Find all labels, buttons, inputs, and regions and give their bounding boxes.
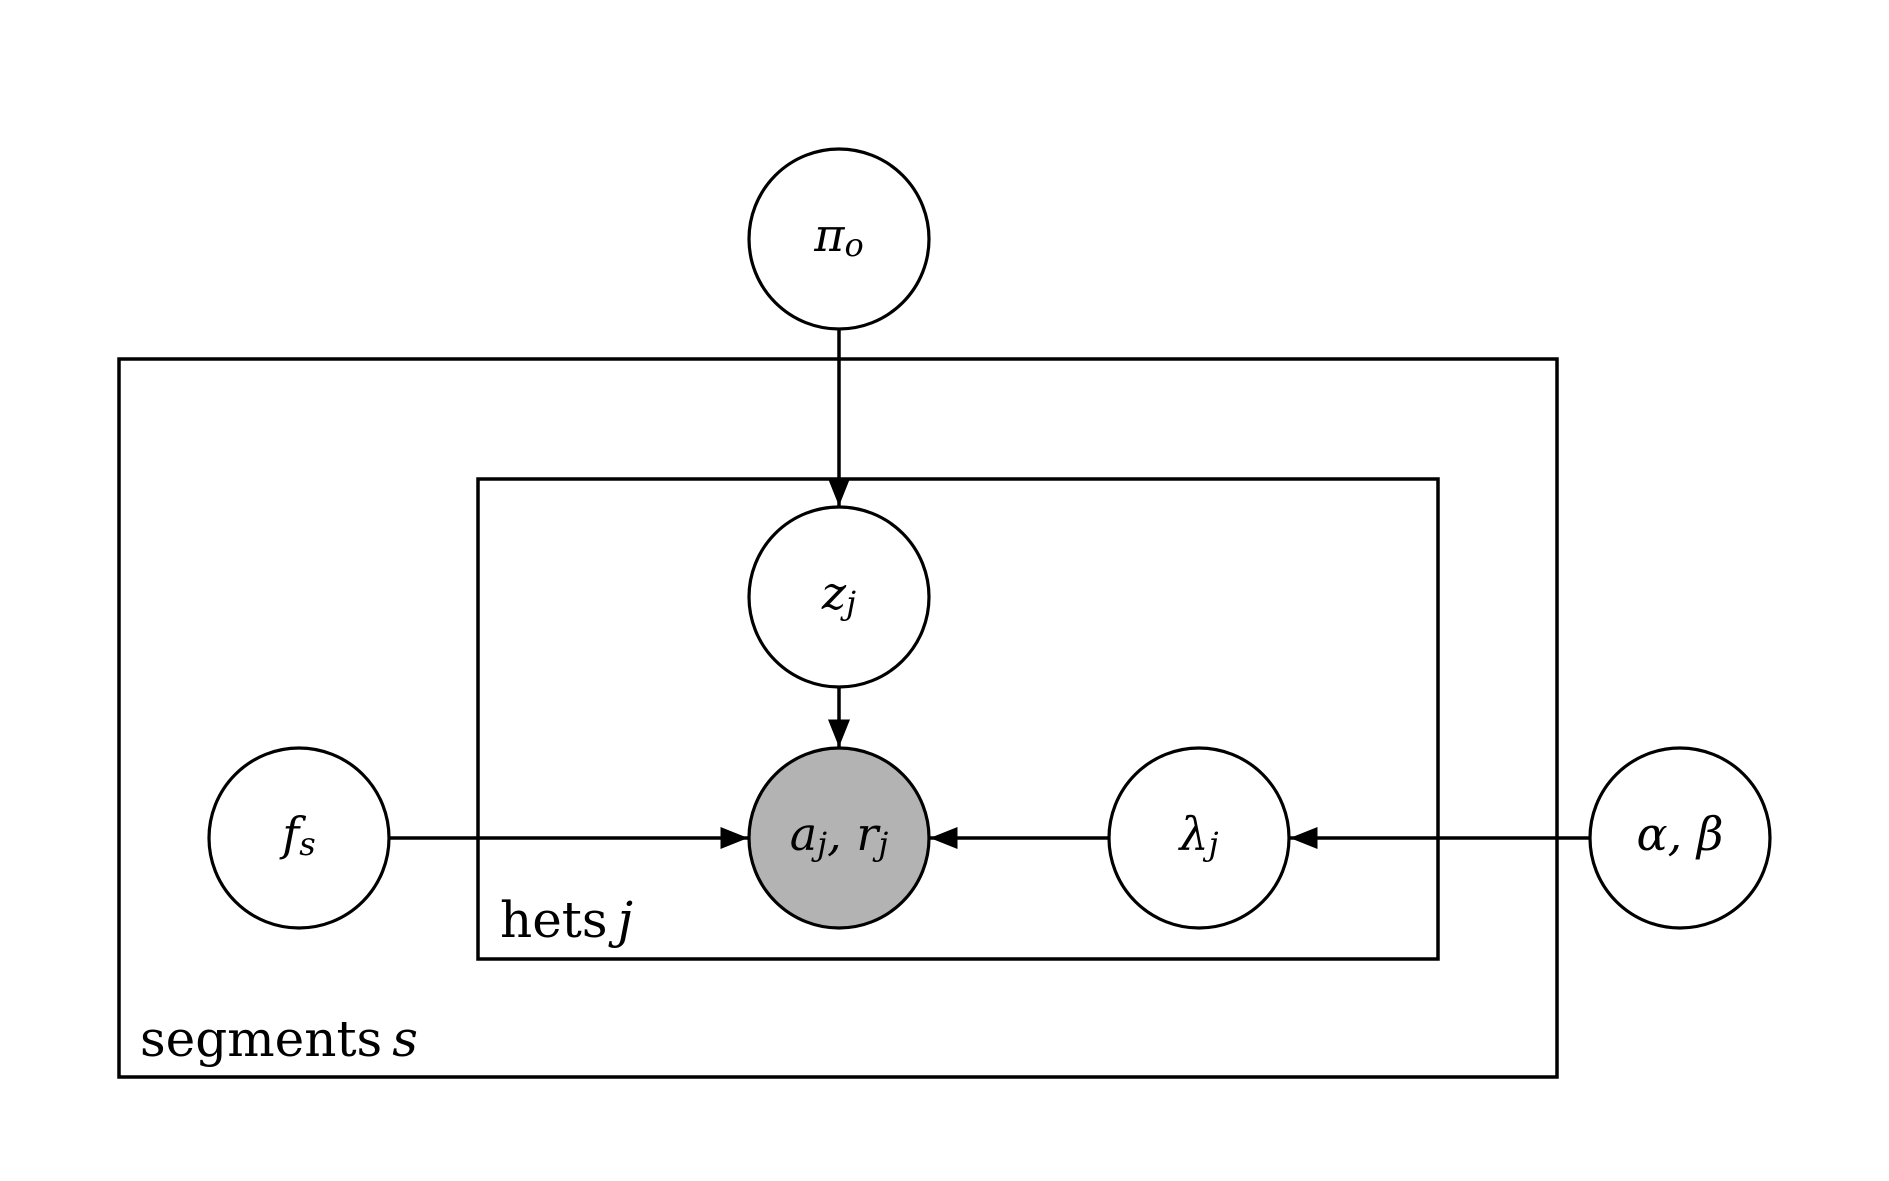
- plate-hets-border: [476, 477, 1440, 961]
- node-a-r: aj, rj: [747, 746, 931, 930]
- node-pi-o: πo: [747, 147, 931, 331]
- node-z-j: zj: [747, 505, 931, 689]
- node-alpha-beta-circle: [1588, 746, 1772, 930]
- node-lambda-j-circle: [1107, 746, 1291, 930]
- plate-segments-var: s: [392, 1010, 418, 1068]
- node-pi-o-label: πo: [813, 208, 864, 264]
- node-pi-o-circle: [747, 147, 931, 331]
- node-alpha-beta: α, β: [1588, 746, 1772, 930]
- nodes: πo zj fs aj, rj λj α, β: [207, 147, 1772, 930]
- node-lambda-j: λj: [1107, 746, 1291, 930]
- plate-hets-var: j: [608, 891, 634, 949]
- node-a-r-circle: [747, 746, 931, 930]
- node-alpha-beta-label: α, β: [1637, 807, 1724, 861]
- node-lambda-j-label: λj: [1177, 807, 1218, 863]
- plate-hets-word: hets: [500, 891, 608, 949]
- node-f-s-circle: [207, 746, 391, 930]
- node-z-j-circle: [747, 505, 931, 689]
- node-a-r-label: aj, rj: [790, 807, 889, 863]
- node-f-s: fs: [207, 746, 391, 930]
- node-z-j-label: zj: [821, 566, 856, 622]
- edges: [389, 329, 1590, 849]
- plate-segments-word: segments: [140, 1010, 382, 1068]
